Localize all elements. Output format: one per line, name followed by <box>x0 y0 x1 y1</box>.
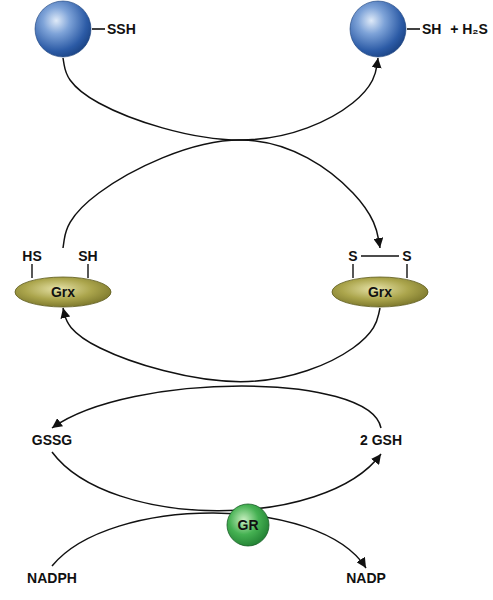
reaction-arc <box>52 513 366 568</box>
bond-line <box>406 264 407 278</box>
node-text: SH <box>422 21 441 37</box>
node-text: SSH <box>107 21 136 37</box>
node-text: GR <box>226 517 270 533</box>
ellipse-shape <box>15 277 111 307</box>
bond-line <box>352 264 353 278</box>
sphere-shape <box>35 1 91 57</box>
cofactor-label: NADPH <box>27 570 77 586</box>
thiol-group: SH <box>78 248 97 264</box>
reaction-arrow <box>63 58 378 140</box>
metabolite-label: GSSG <box>32 432 72 448</box>
circle-shape <box>227 504 269 546</box>
sphere-shape <box>350 1 406 57</box>
bond-line <box>407 28 420 30</box>
thiol-group: HS <box>22 248 41 264</box>
bond-line <box>87 264 88 278</box>
protein-sphere: SSH <box>34 0 92 58</box>
node-text: Grx <box>331 284 429 300</box>
reaction-arrow <box>63 140 380 248</box>
ellipse-shape <box>332 277 428 307</box>
reaction-arc <box>52 386 381 428</box>
sulfur-atom: S <box>402 248 411 264</box>
shape-outline <box>349 0 407 58</box>
edge-group <box>63 58 380 382</box>
bond-line <box>31 264 32 278</box>
metabolite-label: 2 GSH <box>360 432 402 448</box>
protein-sphere: SH <box>349 0 407 58</box>
reductase-circle: GR <box>226 503 270 547</box>
bond-line <box>92 28 105 30</box>
shape-outline <box>34 0 92 58</box>
product-label: + H₂S <box>450 21 488 37</box>
sulfur-atom: S <box>348 248 357 264</box>
node-text: Grx <box>14 284 112 300</box>
reaction-arc <box>52 452 381 511</box>
disulfide-bond <box>361 255 399 256</box>
cofactor-label: NADP <box>346 570 386 586</box>
glutaredoxin-ellipse: Grx <box>331 248 429 308</box>
reaction-arrow <box>63 308 380 382</box>
